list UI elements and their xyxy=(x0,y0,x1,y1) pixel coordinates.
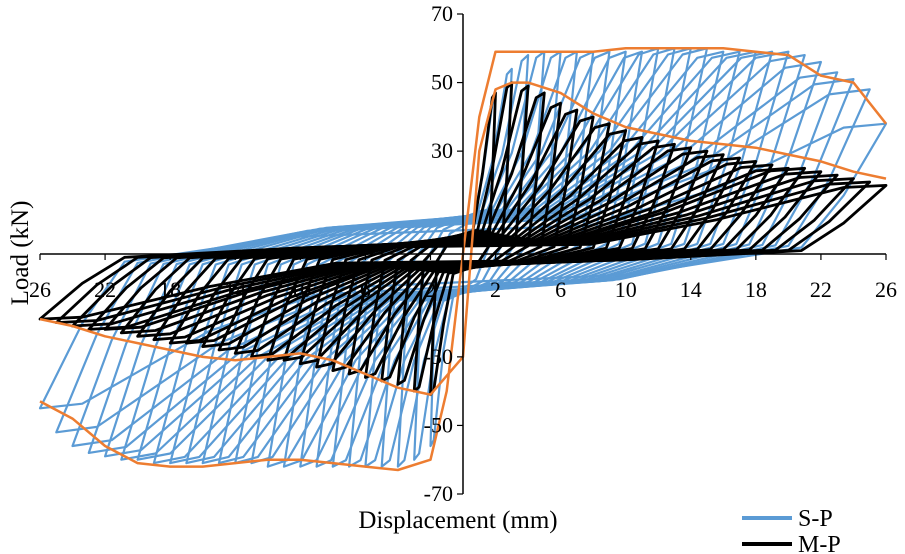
x-tick-label: 6 xyxy=(555,277,566,302)
loop-m-p-9 xyxy=(298,129,628,366)
loop-s-p-15 xyxy=(201,50,725,465)
loop-m-p-25 xyxy=(38,184,888,321)
x-tick-label: 10 xyxy=(615,277,637,302)
y-tick-label: 50 xyxy=(431,70,453,95)
loop-m-p-10 xyxy=(282,136,644,362)
x-tick-label: 14 xyxy=(680,277,702,302)
legend: S-PM-P xyxy=(742,506,841,554)
x-axis-label: Displacement (mm) xyxy=(358,507,557,534)
y-tick-label: -30 xyxy=(424,344,453,369)
x-tick-label: 26 xyxy=(875,277,897,302)
y-tick-label: -70 xyxy=(424,481,453,506)
y-tick-label: 70 xyxy=(431,1,453,26)
loop-s-p-24 xyxy=(55,88,871,434)
x-tick-label: 2 xyxy=(490,277,501,302)
x-tick-label: 6 xyxy=(360,277,371,302)
y-axis-label: Load (kN) xyxy=(7,201,34,306)
legend-label-m-p: M-P xyxy=(798,532,841,554)
loop-s-p-10 xyxy=(282,50,644,468)
loop-s-p-8 xyxy=(315,50,611,468)
x-tick-label: 14 xyxy=(224,277,246,302)
x-tick-label: 22 xyxy=(810,277,832,302)
loop-s-p-6 xyxy=(348,50,578,468)
x-tick-label: 18 xyxy=(159,277,181,302)
x-tick-label: 10 xyxy=(289,277,311,302)
legend-label-s-p: S-P xyxy=(798,506,833,532)
envelope-curve-2 xyxy=(39,81,887,396)
y-tick-label: 30 xyxy=(431,138,453,163)
loop-s-p-11 xyxy=(266,47,660,468)
x-tick-label: 22 xyxy=(94,277,116,302)
y-tick-label: -50 xyxy=(424,412,453,437)
x-tick-label: 26 xyxy=(29,277,51,302)
loop-s-p-5 xyxy=(364,50,562,468)
x-tick-label: 2 xyxy=(425,277,436,302)
x-tick-label: 18 xyxy=(745,277,767,302)
series-m-p xyxy=(38,81,888,396)
loop-m-p-8 xyxy=(315,122,611,369)
